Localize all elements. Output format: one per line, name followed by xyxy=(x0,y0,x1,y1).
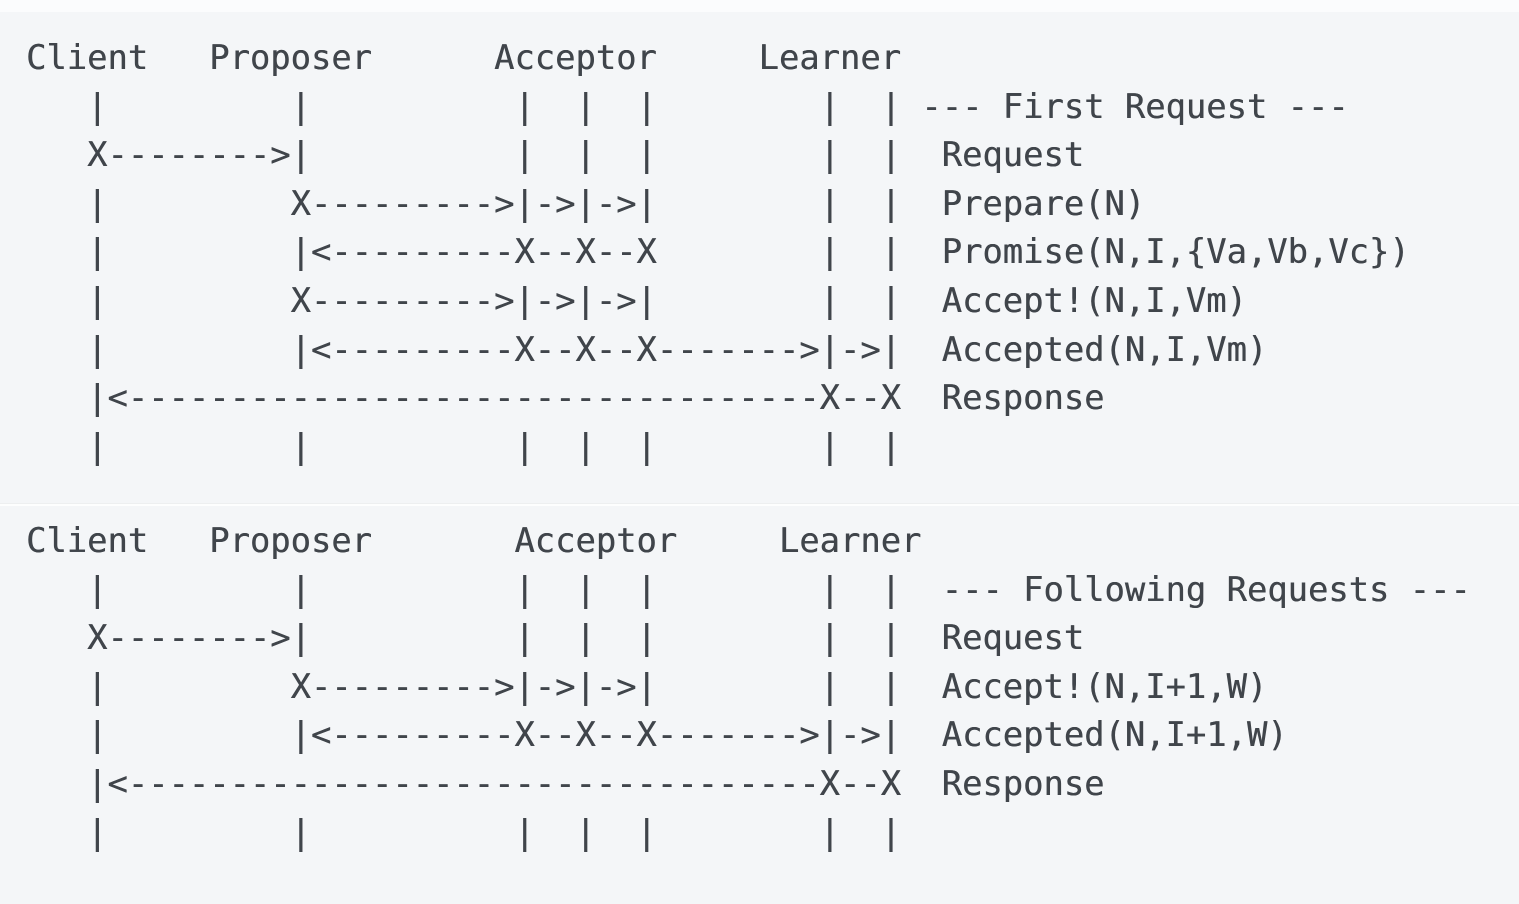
paxos-following-requests-diagram: Client Proposer Acceptor Learner | | | |… xyxy=(26,521,1471,852)
paxos-first-request-diagram: Client Proposer Acceptor Learner | | | |… xyxy=(26,38,1410,466)
top-highlight-band xyxy=(0,0,1519,12)
block-divider xyxy=(0,503,1519,506)
